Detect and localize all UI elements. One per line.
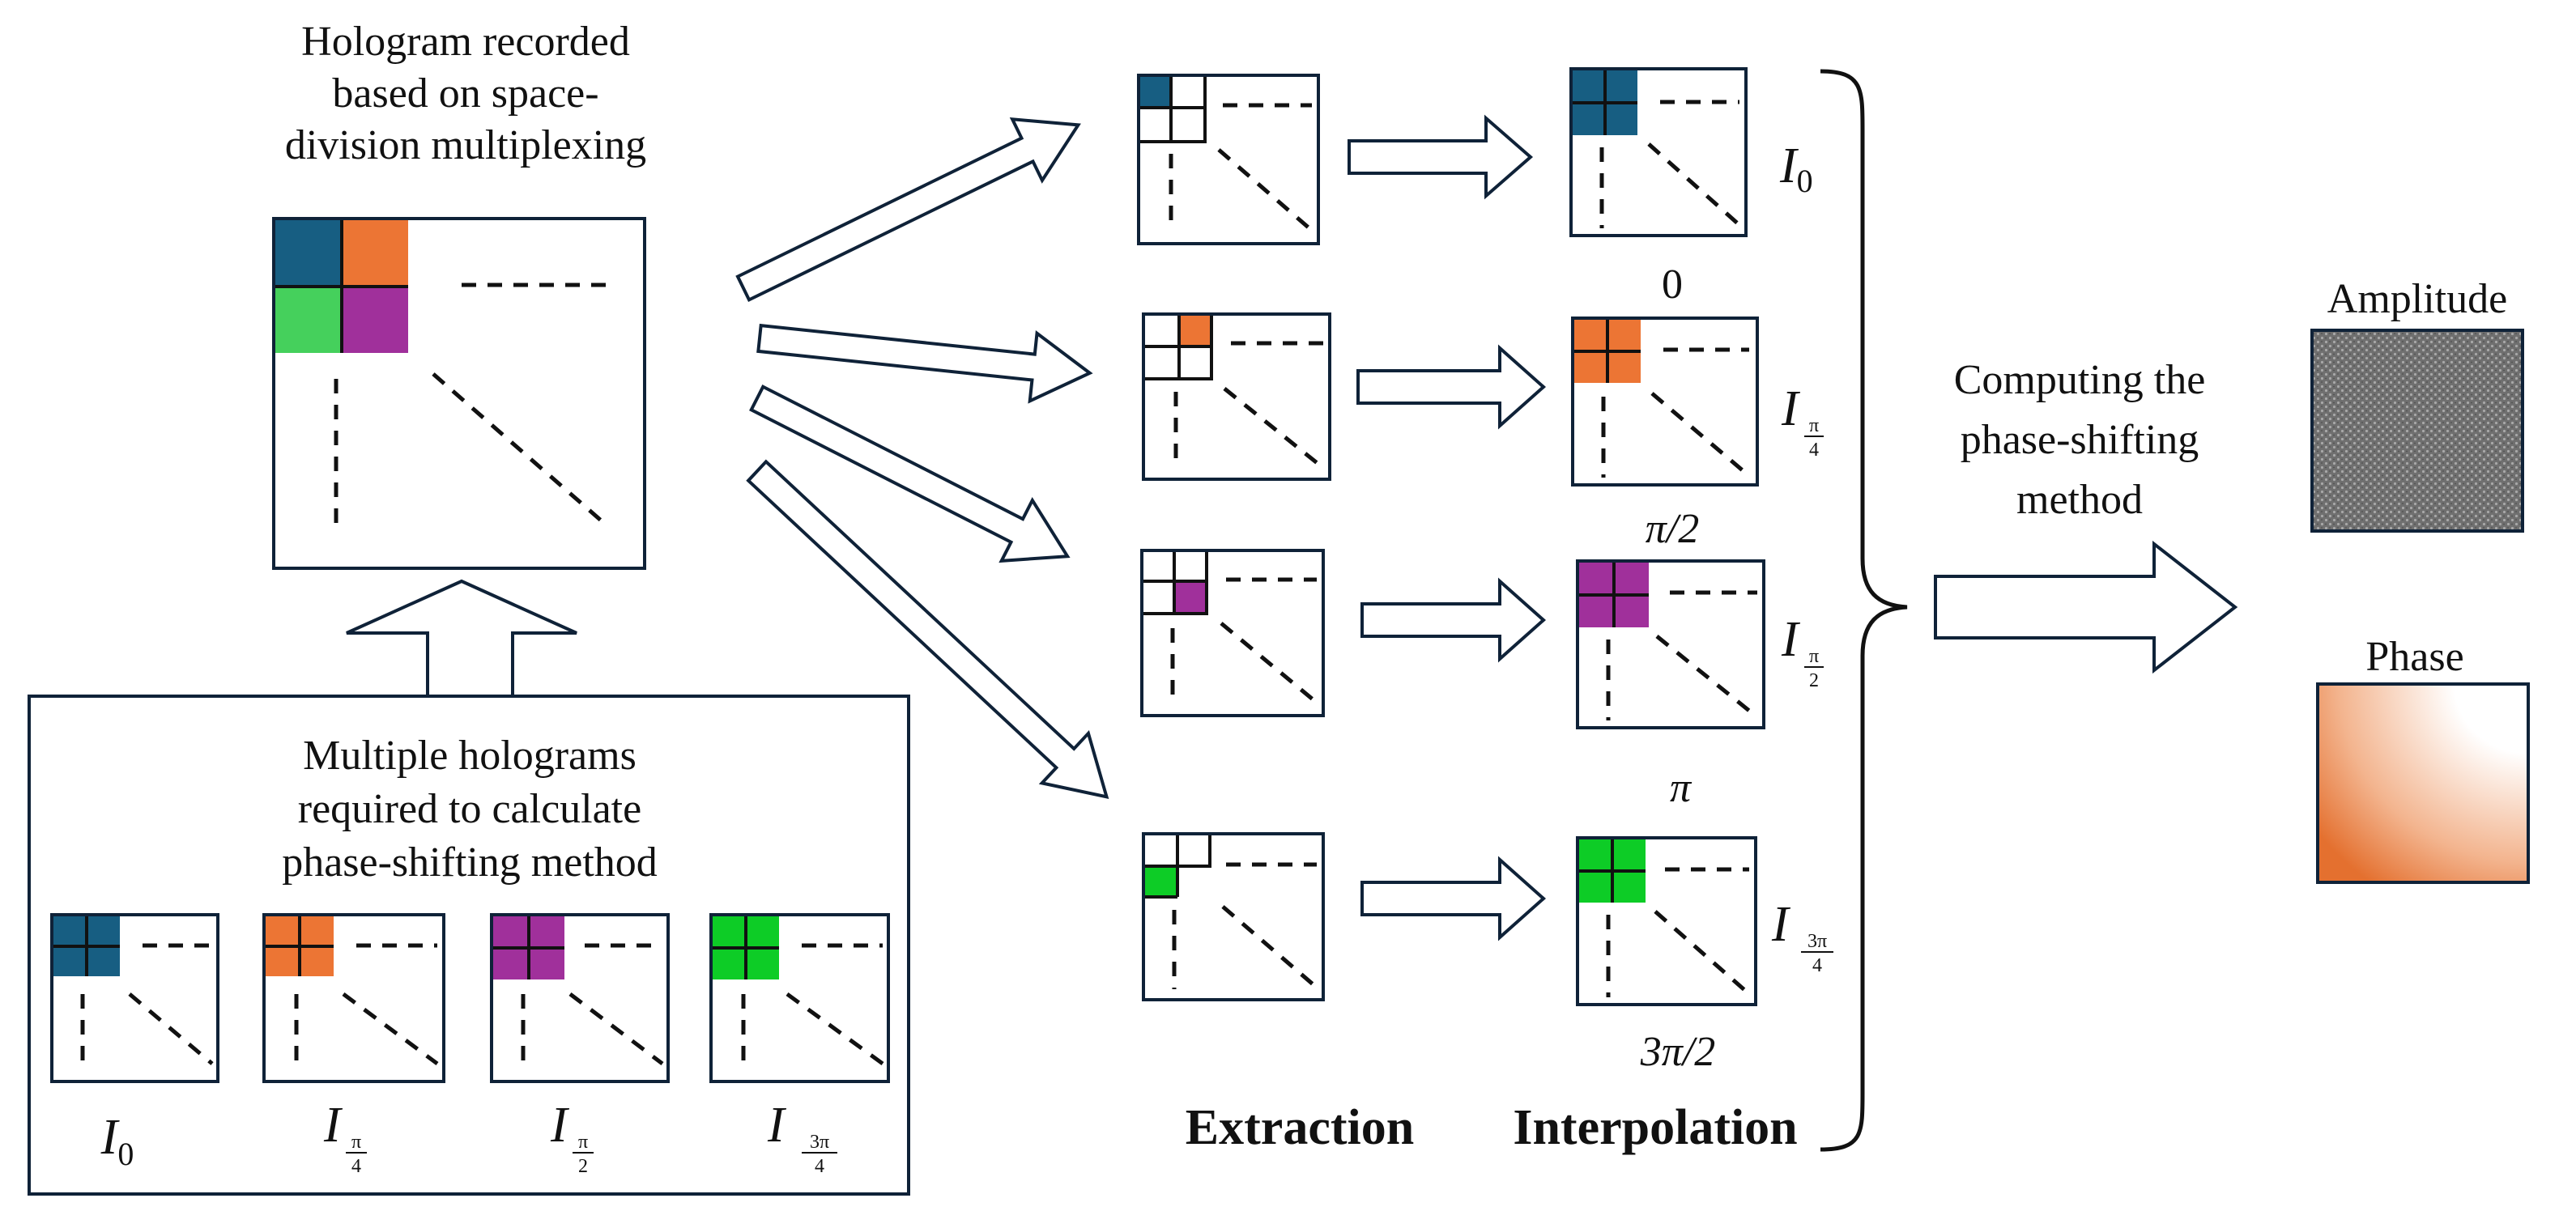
interp-label-0: I0 [1779,138,1813,199]
phase-shift-pi: π [1670,765,1692,811]
computing-block: Computing the phase-shifting method [1934,357,2238,674]
fan-arrow-2 [756,323,1093,404]
fan-arrow-4 [746,459,1109,800]
row-arrow-3 [1360,577,1547,663]
interp-label-3pi4: I 3π 4 [1771,897,1833,976]
svg-text:π: π [578,1132,588,1153]
interpolated-hologram-3pi4 [1576,836,1757,1006]
main-tile-green [275,287,342,353]
main-tile-purple [342,287,408,353]
main-tile-orange [342,220,408,287]
svg-text:2: 2 [578,1156,588,1177]
multiple-caption-line-3: phase-shifting method [282,839,658,886]
main-dash-diagonal [432,372,607,526]
interp-label-pi2: I π 2 [1781,612,1824,691]
row-arrow-4 [1360,856,1547,941]
multiple-label-pi2: I π 2 [550,1098,594,1177]
phase-shift-0: 0 [1662,261,1683,308]
svg-text:I: I [1781,612,1801,667]
svg-text:I: I [323,1098,343,1153]
row-arrow-1 [1348,114,1534,200]
svg-text:4: 4 [815,1156,824,1177]
svg-text:π: π [351,1132,361,1153]
phase-shift-pi2: π/2 [1646,506,1700,552]
svg-text:I: I [550,1098,570,1153]
interpolated-hologram-0 [1569,67,1748,237]
fan-arrow-3 [749,385,1071,563]
multiple-hologram-0 [50,913,219,1083]
computing-caption-line-1: Computing the [1954,357,2206,403]
phase-label: Phase [2365,634,2463,680]
multiple-hologram-pi4 [262,913,445,1083]
svg-text:π: π [1809,415,1819,436]
interpolation-label: Interpolation [1513,1100,1797,1155]
multiple-holograms-panel: Multiple holograms required to calculate… [28,695,910,1196]
fan-arrow-1 [735,117,1081,303]
computing-caption-line-2: phase-shifting [1961,417,2199,463]
svg-text:3π: 3π [1807,931,1827,952]
computing-caption-line-3: method [2016,477,2143,523]
main-caption-line-3: division multiplexing [285,122,646,168]
row-arrows [1348,114,1547,941]
svg-text:I: I [767,1098,787,1153]
main-tile-blue [275,220,342,287]
multiple-caption-line-1: Multiple holograms [303,733,637,779]
svg-text:4: 4 [1809,440,1819,461]
extraction-hologram-4 [1142,832,1325,1001]
interp-label-pi4: I π 4 [1781,381,1824,461]
amplitude-label: Amplitude [2327,276,2507,322]
svg-text:I: I [1781,381,1801,436]
extraction-hologram-3 [1140,549,1325,717]
fan-out-arrows [735,117,1109,800]
outputs: Amplitude Phase [2310,276,2530,884]
row-arrow-2 [1356,344,1547,430]
multiple-hologram-3pi4 [709,913,890,1083]
multiple-hologram-pi2 [490,913,670,1083]
interpolation-column: 0 π/2 π 3π/2 I0 I π 4 I π 2 I 3π 4 Inter… [1513,67,1833,1155]
multiple-label-0: I0 [100,1110,134,1172]
extraction-hologram-2 [1142,312,1331,481]
phase-shift-3pi2: 3π/2 [1640,1029,1716,1075]
multiple-caption-line-2: required to calculate [298,786,641,832]
main-caption-line-1: Hologram recorded [301,19,630,65]
multiple-label-3pi4: I 3π 4 [767,1098,837,1177]
computing-arrow [1934,540,2238,674]
extraction-column: Extraction [1137,74,1414,1155]
phase-image [2316,682,2530,884]
extraction-hologram-1 [1137,74,1320,245]
svg-text:π: π [1809,646,1819,667]
extraction-label: Extraction [1186,1100,1414,1155]
interpolated-hologram-pi4 [1571,317,1759,487]
svg-text:4: 4 [351,1156,361,1177]
main-tile-grid [275,220,408,353]
main-caption-line-2: based on space- [332,70,598,117]
amplitude-image [2310,329,2524,533]
interpolated-hologram-pi2 [1576,559,1765,729]
up-arrow [346,579,577,698]
curly-brace [1820,69,1908,1152]
multiple-panel-frame [28,695,910,1196]
svg-text:4: 4 [1812,955,1822,976]
svg-text:3π: 3π [810,1132,829,1153]
multiple-label-pi4: I π 4 [323,1098,367,1177]
main-hologram: Hologram recorded based on space- divisi… [272,19,646,570]
svg-text:2: 2 [1809,670,1819,691]
svg-text:I: I [1771,897,1791,952]
